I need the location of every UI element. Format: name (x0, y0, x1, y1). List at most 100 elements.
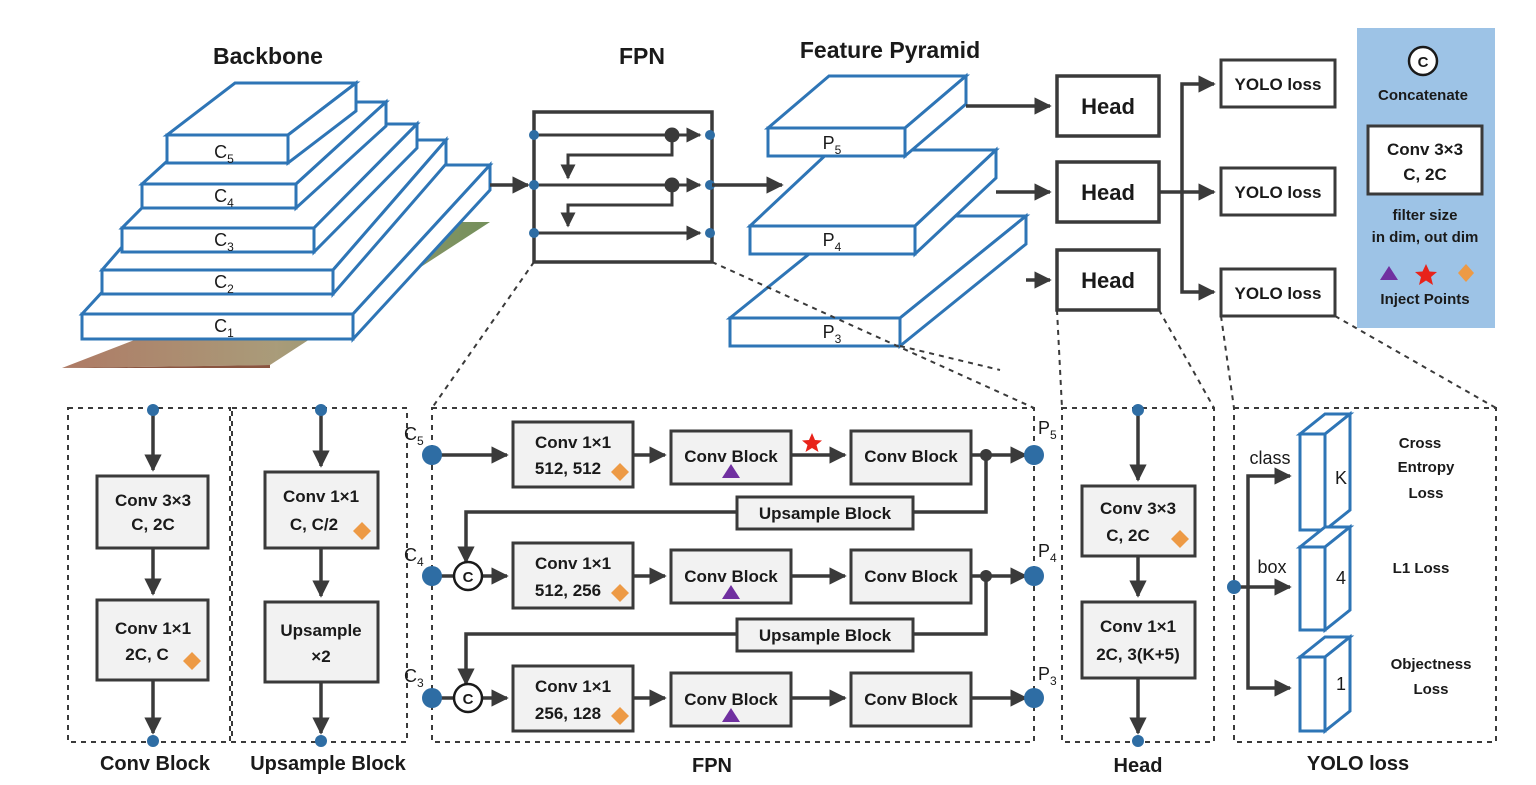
fpn-row2-conv-line1: Conv 1×1 (535, 554, 611, 573)
inject-diamond-icon (611, 584, 629, 602)
fpn-row3-conv-line2: 256, 128 (535, 704, 601, 723)
inject-triangle-icon (1380, 266, 1398, 280)
concat-symbol-icon (452, 560, 484, 592)
legend-conv-line1: Conv 3×3 (1387, 140, 1463, 159)
loss3-line2: Loss (1413, 681, 1448, 698)
slab-label-4: 4 (1336, 568, 1346, 588)
conv-block-b2-line1: Conv 1×1 (115, 619, 191, 638)
inject-triangle-icon (722, 585, 740, 599)
backbone-level-c2: C2 (214, 272, 234, 296)
legend-desc-line2: in dim, out dim (1372, 229, 1479, 246)
inject-diamond-icon (353, 522, 371, 540)
fpn-row3-block1: Conv Block (684, 690, 778, 709)
yolo-loss-p3: YOLO loss (1235, 284, 1322, 303)
legend-conv-box (1366, 124, 1484, 196)
pyramid-level-p4: P4 (823, 230, 842, 254)
heads: Head Head Head (1055, 74, 1161, 312)
fpn-output-p3: P3 (1038, 664, 1057, 688)
upsample-block-b2-line1: Upsample (280, 621, 361, 640)
concat-symbol-icon (452, 682, 484, 714)
box-label: box (1257, 557, 1286, 577)
fpn-input-c3: C3 (404, 666, 424, 690)
loss3-line1: Objectness (1391, 656, 1472, 673)
inject-diamond-icon (1171, 530, 1189, 548)
upsample-block-b2-line2: ×2 (311, 647, 330, 666)
fpn-row3-block2: Conv Block (864, 690, 958, 709)
loss1-line3: Loss (1408, 485, 1443, 502)
conv-block-b1-line2: C, 2C (131, 515, 174, 534)
concat-symbol-icon (1407, 45, 1439, 77)
head-to-loss-arrows (1159, 75, 1216, 301)
conv-block-panel: Conv 3×3 C, 2C Conv 1×1 2C, C Conv Block (67, 404, 231, 775)
loss1-line1: Cross (1399, 435, 1442, 452)
fpn-row1-block2: Conv Block (864, 447, 958, 466)
inject-triangle-icon (722, 708, 740, 722)
feature-pyramid-title: Feature Pyramid (800, 37, 980, 63)
pyramid-level-p3: P3 (823, 322, 842, 346)
backbone-title: Backbone (213, 43, 323, 69)
backbone-level-c3: C3 (214, 230, 234, 254)
conv-block-b2-line2: 2C, C (125, 645, 168, 664)
head-panel-b1-line2: C, 2C (1106, 526, 1149, 545)
slab-label-k: K (1335, 468, 1347, 488)
fpn-input-c5: C5 (404, 424, 424, 448)
conv-block-b1-line1: Conv 3×3 (115, 491, 191, 510)
fpn-output-p4: P4 (1038, 541, 1057, 565)
pyramid-to-head-arrows (966, 97, 1052, 289)
fpn-row3-conv-line1: Conv 1×1 (535, 677, 611, 696)
upsample-block-panel: Conv 1×1 C, C/2 Upsample ×2 Upsample Blo… (231, 404, 408, 775)
fpn-top-box (529, 110, 715, 264)
fpn-upsample-1: Upsample Block (759, 504, 892, 523)
backbone-level-c1: C1 (214, 316, 234, 340)
fpn-detail-caption: FPN (692, 755, 732, 777)
feature-pyramid: P5 P4 P3 (725, 72, 1031, 350)
legend-inject-label: Inject Points (1380, 291, 1469, 308)
legend-conv-line2: C, 2C (1403, 165, 1446, 184)
legend-desc-line1: filter size (1392, 207, 1457, 224)
inject-star-icon (1415, 264, 1437, 285)
legend-concat-label: Concatenate (1378, 87, 1468, 104)
fpn-row2-block1: Conv Block (684, 567, 778, 586)
fpn-detail-panel: C C C5 C4 C3 P5 P4 P3 Conv 1×1 512, 512 … (404, 407, 1057, 777)
head-p3: Head (1081, 268, 1135, 293)
yolo-loss-boxes: YOLO loss YOLO loss YOLO loss (1219, 58, 1337, 318)
head-panel-caption: Head (1114, 755, 1163, 777)
inject-diamond-icon (611, 707, 629, 725)
yolo-loss-p4: YOLO loss (1235, 183, 1322, 202)
fpn-row2-block2: Conv Block (864, 567, 958, 586)
head-panel-b2-line1: Conv 1×1 (1100, 617, 1176, 636)
upsample-block-b1-line2: C, C/2 (290, 515, 338, 534)
fpn-output-p5: P5 (1038, 418, 1057, 442)
upsample-block-caption: Upsample Block (250, 753, 406, 775)
backbone-level-c4: C4 (214, 186, 234, 210)
upsample-block-b1-line1: Conv 1×1 (283, 487, 359, 506)
inject-triangle-icon (722, 464, 740, 478)
head-panel-b2-line2: 2C, 3(K+5) (1096, 645, 1180, 664)
fpn-row1-block1: Conv Block (684, 447, 778, 466)
fpn-row1-conv-line2: 512, 512 (535, 459, 601, 478)
fpn-row2-conv-line2: 512, 256 (535, 581, 601, 600)
head-p5: Head (1081, 94, 1135, 119)
head-p4: Head (1081, 180, 1135, 205)
fpn-input-c4: C4 (404, 545, 424, 569)
yolo-loss-p5: YOLO loss (1235, 75, 1322, 94)
backbone: C5 C4 C3 C2 C1 (62, 79, 494, 368)
head-panel: Conv 3×3 C, 2C Conv 1×1 2C, 3(K+5) Head (1061, 404, 1215, 777)
concat-symbol-text: C (463, 691, 474, 708)
fpn-title: FPN (619, 43, 665, 69)
loss1-line2: Entropy (1398, 459, 1455, 476)
zoom-lines (431, 261, 1497, 409)
class-label: class (1249, 448, 1290, 468)
conv-block-caption: Conv Block (100, 753, 211, 775)
legend: C Concatenate Conv 3×3 C, 2C filter size… (1357, 28, 1495, 328)
backbone-level-c5: C5 (214, 142, 234, 166)
fpn-upsample-2: Upsample Block (759, 626, 892, 645)
pyramid-level-p5: P5 (823, 133, 842, 157)
inject-diamond-icon (183, 652, 201, 670)
input-image-edge (62, 365, 270, 368)
inject-diamond-icon (1458, 264, 1474, 282)
inject-diamond-icon (611, 463, 629, 481)
slab-label-1: 1 (1336, 674, 1346, 694)
head-panel-b1-line1: Conv 3×3 (1100, 499, 1176, 518)
